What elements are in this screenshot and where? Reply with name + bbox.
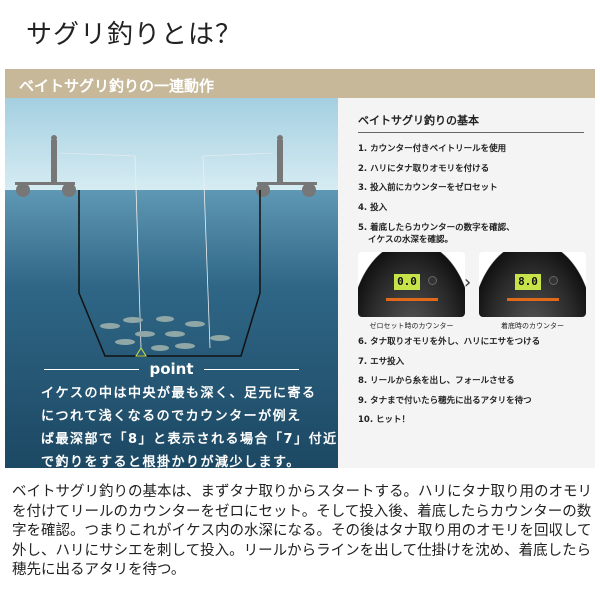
page-title: サグリ釣りとは？ [26,20,243,50]
arrow-right-icon: › [464,272,472,293]
counter-zero: 0.0 ゼロセット時のカウンター [358,252,465,331]
step-item-cont: イケスの水深を確認。 [368,235,454,245]
reel-counter-image: 0.0 [358,252,465,317]
panel-heading: ベイトサグリ釣りの基本 [358,112,584,133]
lcd-value: 0.0 [394,274,420,290]
step-item: 8. リールから糸を出し、フォールさせる [358,376,515,386]
counter-bottom: 8.0 着底時のカウンター [479,252,586,331]
sinker-icon [135,347,147,357]
reel-counter-image: 8.0 [479,252,586,317]
step-item: 3. 投入前にカウンターをゼロセット [358,183,498,193]
basics-panel: ベイトサグリ釣りの基本 1. カウンター付きベイトリールを使用 2. ハリにタナ… [338,98,595,468]
point-line: で釣りをすると根掛かりが減少します。 [41,455,301,468]
counter-caption: ゼロセット時のカウンター [369,322,454,330]
step-item: 10. ヒット！ [358,415,411,425]
step-item: 6. タナ取りオモリを外し、ハリにエサをつける [358,337,541,347]
step-item: 2. ハリにタナ取りオモリを付ける [358,163,490,174]
fishing-scene-graphic [5,98,338,468]
step-item: 9. タナまで付いたら穂先に出るアタリを待つ [358,395,532,406]
step-item: 5. 着底したらカウンターの数字を確認、 [358,223,515,233]
section-banner: ベイトサグリ釣りの一連動作 [5,69,595,98]
counter-caption: 着底時のカウンター [501,322,564,330]
fish-school [100,316,230,351]
point-line: イケスの中は中央が最も深く、足元に寄る [41,386,317,401]
step-item: 4. 投入 [358,202,388,213]
left-raft [15,135,76,197]
point-label: point [149,360,194,378]
cage-net [78,190,261,357]
lcd-value: 8.0 [515,274,541,290]
point-box: point イケスの中は中央が最も深く、足元に寄る につれて浅くなるのでカウンタ… [5,360,338,468]
counter-images: 0.0 ゼロセット時のカウンター › 8.0 着底時のカウンター [358,252,595,331]
point-line: ば最深部で「8」と表示される場合「7」付近 [41,432,338,447]
fishing-illustration: point イケスの中は中央が最も深く、足元に寄る につれて浅くなるのでカウンタ… [5,98,338,468]
body-paragraph: ベイトサグリ釣りの基本は、まずタナ取りからスタートする。ハリにタナ取り用のオモリ… [12,484,592,578]
step-item: 1. カウンター付きベイトリールを使用 [358,144,507,154]
point-line: につれて浅くなるのでカウンターが例え [41,409,302,424]
step-item: 7. エサ投入 [358,356,405,367]
